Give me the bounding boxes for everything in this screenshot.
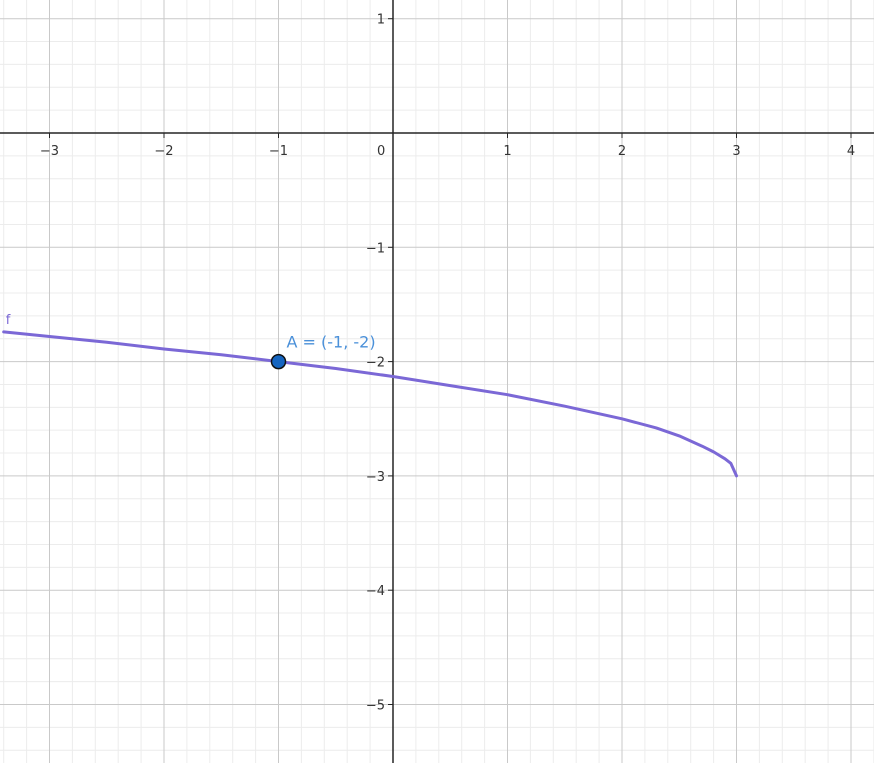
x-tick-label: 3: [732, 144, 740, 159]
x-tick-label: −1: [269, 144, 288, 159]
y-tick-label: −2: [366, 356, 385, 371]
x-tick-label: −2: [154, 144, 173, 159]
point-A[interactable]: [270, 353, 287, 370]
y-tick-label: −1: [366, 241, 385, 256]
y-tick-label: 1: [377, 13, 385, 28]
y-tick-label: −3: [366, 470, 385, 485]
x-tick-label: 0: [377, 144, 385, 159]
points[interactable]: A = (-1, -2): [270, 333, 376, 370]
x-tick-label: 1: [503, 144, 511, 159]
function-curves[interactable]: f: [2, 313, 738, 478]
x-tick-label: 4: [847, 144, 855, 159]
y-tick-label: −4: [366, 584, 385, 599]
point-label-A: A = (-1, -2): [287, 333, 376, 352]
y-tick-label: −5: [366, 699, 385, 714]
x-tick-label: −3: [40, 144, 59, 159]
curve-label-f: f: [6, 313, 11, 328]
x-tick-label: 2: [618, 144, 626, 159]
curve-f[interactable]: [2, 330, 738, 478]
tick-labels: −3 −2 −1 0 1 2 3 4 1 −1 −2 −3 −4 −5: [40, 13, 855, 714]
